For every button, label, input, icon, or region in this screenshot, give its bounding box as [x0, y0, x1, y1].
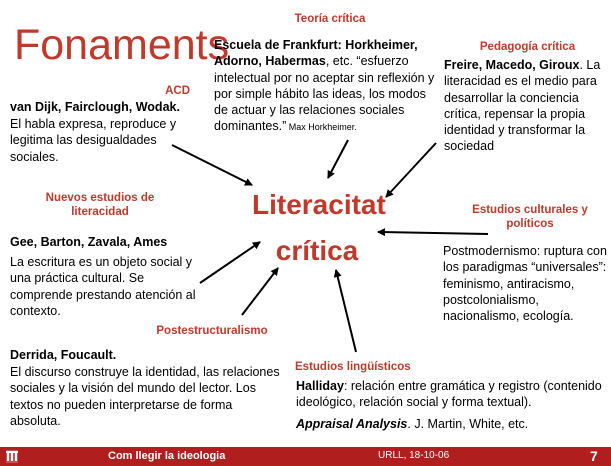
appraisal-analysis-label: Appraisal Analysis	[296, 417, 408, 431]
pedagogia-critica-heading: Pedagogía crítica	[479, 41, 576, 53]
footer-info: URLL, 18-10-06	[378, 450, 450, 461]
pedagogia-critica-text: . La literacidad es el medio para desarr…	[444, 58, 601, 154]
teoria-critica-text: , etc. “esfuerzo intelectual por no acep…	[214, 54, 435, 134]
nuevos-estudios-heading: Nuevos estudios de literacidad	[45, 192, 155, 219]
acd-heading: ACD	[165, 85, 190, 97]
center-line-1: Literacitat	[252, 189, 386, 220]
arrow-pedagogia	[385, 142, 437, 198]
estudios-culturales-text: Postmodernismo: ruptura con los paradigm…	[443, 244, 607, 323]
acd-authors: van Dijk, Fairclough, Wodak.	[10, 100, 180, 114]
nuevos-estudios-authors: Gee, Barton, Zavala, Ames	[10, 235, 168, 249]
arrow-linguisticos	[333, 269, 357, 353]
literacitat-critica-title: Literacitat crítica	[252, 182, 386, 274]
university-logo-icon	[6, 450, 18, 463]
footer-bar: Com llegir la ideologia URLL, 18-10-06 7	[0, 447, 611, 466]
arrow-nuevos	[199, 241, 261, 284]
arrow-post	[241, 267, 279, 316]
estudios-linguisticos-text: : relación entre gramática y registro (c…	[296, 379, 602, 410]
postestructuralismo-heading: Postestructuralismo	[156, 325, 268, 337]
estudios-linguisticos-heading: Estudios lingüísticos	[295, 361, 411, 373]
postestructuralismo-text: El discurso construye la identidad, las …	[10, 365, 280, 428]
center-line-2: crítica	[275, 235, 359, 266]
postestructuralismo-authors: Derrida, Foucault.	[10, 348, 117, 362]
appraisal-line: Appraisal Analysis. J. Martin, White, et…	[296, 416, 608, 432]
pedagogia-critica-block: Freire, Macedo, Giroux. La literacidad e…	[444, 57, 608, 155]
acd-text: El habla expresa, reproduce y legitima l…	[10, 117, 177, 164]
footer-course: Com llegir la ideologia	[108, 450, 226, 462]
arrow-teoria	[327, 139, 349, 179]
estudios-linguisticos-block: Halliday: relación entre gramática y reg…	[296, 378, 608, 411]
arrow-acd	[171, 144, 253, 186]
slide-title: Fonaments	[14, 21, 230, 69]
teoria-critica-heading: Teoría crítica	[294, 13, 366, 25]
estudios-linguisticos-authors: Halliday	[296, 379, 344, 393]
teoria-critica-block: Escuela de Frankfurt: Horkheimer, Adorno…	[214, 37, 436, 135]
pedagogia-critica-authors: Freire, Macedo, Giroux	[444, 58, 580, 72]
appraisal-analysis-text: . J. Martin, White, etc.	[407, 417, 529, 431]
page-number: 7	[590, 448, 598, 464]
teoria-critica-authors: Escuela de Frankfurt: Horkheimer, Adorno…	[214, 38, 418, 69]
teoria-critica-cite: Max Horkheimer.	[286, 122, 357, 133]
estudios-culturales-heading: Estudios culturales y políticos	[472, 204, 588, 231]
arrow-culturales	[377, 228, 489, 237]
nuevos-estudios-text: La escritura es un objeto social y una p…	[10, 255, 196, 318]
